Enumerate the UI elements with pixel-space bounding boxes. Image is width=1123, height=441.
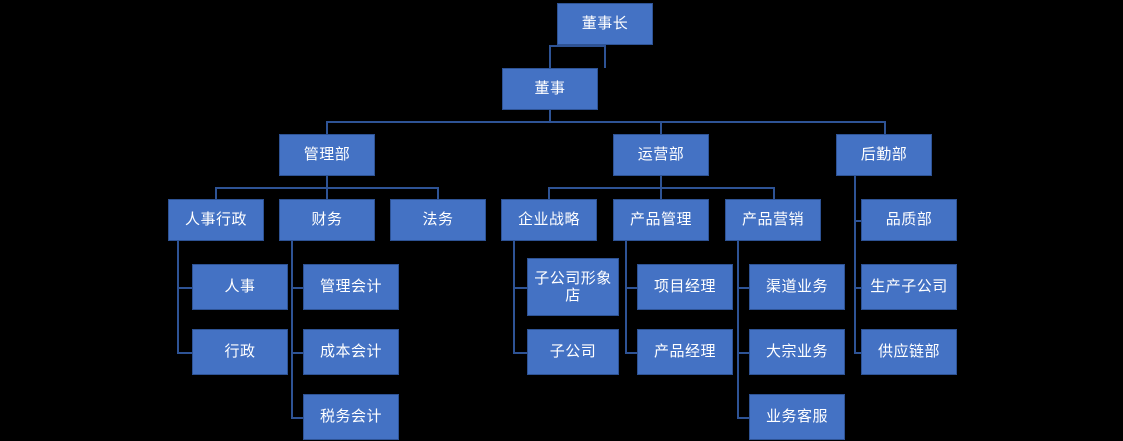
connector-line bbox=[326, 176, 328, 188]
org-node-label: 人事 bbox=[224, 278, 256, 296]
connector-line bbox=[660, 176, 662, 188]
org-node[interactable]: 产品营销 bbox=[725, 199, 821, 241]
connector-line bbox=[549, 45, 551, 68]
connector-line bbox=[660, 187, 662, 200]
org-node[interactable]: 人事行政 bbox=[168, 199, 264, 241]
connector-line bbox=[625, 287, 638, 289]
org-node-label: 法务 bbox=[422, 211, 454, 229]
org-node-label: 税务会计 bbox=[319, 408, 382, 426]
org-node[interactable]: 法务 bbox=[390, 199, 486, 241]
org-node[interactable]: 企业战略 bbox=[501, 199, 597, 241]
org-node-label: 企业战略 bbox=[517, 211, 580, 229]
org-node[interactable]: 成本会计 bbox=[303, 329, 399, 375]
connector-line bbox=[326, 187, 328, 200]
org-node-label: 成本会计 bbox=[319, 343, 382, 361]
org-node[interactable]: 产品经理 bbox=[637, 329, 733, 375]
connector-line bbox=[177, 241, 179, 288]
org-node-label: 项目经理 bbox=[653, 278, 716, 296]
connector-line bbox=[437, 187, 439, 200]
connector-line bbox=[177, 287, 179, 352]
connector-line bbox=[177, 287, 193, 289]
connector-line bbox=[660, 121, 662, 135]
connector-line bbox=[625, 352, 638, 354]
connector-line bbox=[737, 287, 739, 352]
connector-line bbox=[737, 352, 739, 417]
connector-line bbox=[513, 287, 528, 289]
connector-line bbox=[737, 241, 739, 287]
org-node-label: 运营部 bbox=[637, 146, 685, 164]
connector-line bbox=[326, 121, 328, 135]
org-node-label: 子公司形象店 bbox=[534, 269, 612, 304]
org-node-label: 人事行政 bbox=[184, 211, 247, 229]
connector-line bbox=[215, 187, 217, 200]
connector-line bbox=[854, 220, 856, 287]
connector-line bbox=[773, 187, 775, 200]
org-node[interactable]: 管理部 bbox=[279, 134, 375, 176]
connector-line bbox=[549, 45, 605, 47]
org-node-label: 供应链部 bbox=[877, 343, 940, 361]
connector-line bbox=[291, 287, 293, 352]
org-node-label: 产品经理 bbox=[653, 343, 716, 361]
connector-line bbox=[625, 287, 627, 352]
org-node-label: 董事长 bbox=[581, 15, 629, 33]
connector-line bbox=[854, 287, 856, 352]
org-node[interactable]: 项目经理 bbox=[637, 264, 733, 310]
org-node[interactable]: 管理会计 bbox=[303, 264, 399, 310]
org-node[interactable]: 子公司 bbox=[527, 329, 619, 375]
connector-line bbox=[854, 287, 863, 289]
org-node[interactable]: 董事 bbox=[502, 68, 598, 110]
connector-line bbox=[854, 352, 863, 354]
org-node-label: 子公司 bbox=[549, 343, 597, 361]
org-node-label: 管理部 bbox=[303, 146, 351, 164]
connector-line bbox=[854, 220, 863, 222]
org-node[interactable]: 后勤部 bbox=[836, 134, 932, 176]
org-node[interactable]: 产品管理 bbox=[613, 199, 709, 241]
connector-line bbox=[291, 241, 293, 288]
connector-line bbox=[291, 417, 304, 419]
org-node-label: 大宗业务 bbox=[765, 343, 828, 361]
org-node-label: 董事 bbox=[534, 80, 566, 98]
connector-line bbox=[291, 352, 293, 417]
connector-line bbox=[177, 352, 193, 354]
org-node[interactable]: 生产子公司 bbox=[861, 264, 957, 310]
org-node[interactable]: 人事 bbox=[192, 264, 288, 310]
org-node-label: 后勤部 bbox=[860, 146, 908, 164]
connector-line bbox=[513, 287, 515, 352]
org-node-label: 渠道业务 bbox=[765, 278, 828, 296]
org-node[interactable]: 运营部 bbox=[613, 134, 709, 176]
org-node-label: 行政 bbox=[224, 343, 256, 361]
connector-line bbox=[548, 187, 550, 200]
connector-line bbox=[854, 176, 856, 221]
connector-line bbox=[737, 352, 750, 354]
org-node[interactable]: 行政 bbox=[192, 329, 288, 375]
org-node-label: 业务客服 bbox=[765, 408, 828, 426]
org-node[interactable]: 子公司形象店 bbox=[527, 258, 619, 316]
org-node[interactable]: 董事长 bbox=[557, 3, 653, 45]
connector-line bbox=[291, 287, 304, 289]
org-node[interactable]: 渠道业务 bbox=[749, 264, 845, 310]
connector-line bbox=[291, 352, 304, 354]
org-node[interactable]: 大宗业务 bbox=[749, 329, 845, 375]
connector-line bbox=[737, 287, 750, 289]
connector-line bbox=[326, 121, 884, 123]
org-node-label: 产品营销 bbox=[741, 211, 804, 229]
org-node[interactable]: 业务客服 bbox=[749, 394, 845, 440]
org-node-label: 生产子公司 bbox=[870, 278, 948, 296]
org-node-label: 财务 bbox=[311, 211, 343, 229]
connector-line bbox=[513, 241, 515, 287]
org-node-label: 产品管理 bbox=[629, 211, 692, 229]
org-node[interactable]: 品质部 bbox=[861, 199, 957, 241]
connector-line bbox=[604, 45, 606, 68]
org-node[interactable]: 税务会计 bbox=[303, 394, 399, 440]
connector-line bbox=[513, 352, 528, 354]
connector-line bbox=[625, 241, 627, 287]
org-node[interactable]: 财务 bbox=[279, 199, 375, 241]
connector-line bbox=[884, 121, 886, 135]
org-node[interactable]: 供应链部 bbox=[861, 329, 957, 375]
org-node-label: 管理会计 bbox=[319, 278, 382, 296]
connector-line bbox=[549, 110, 551, 123]
connector-line bbox=[737, 417, 750, 419]
org-node-label: 品质部 bbox=[885, 211, 933, 229]
